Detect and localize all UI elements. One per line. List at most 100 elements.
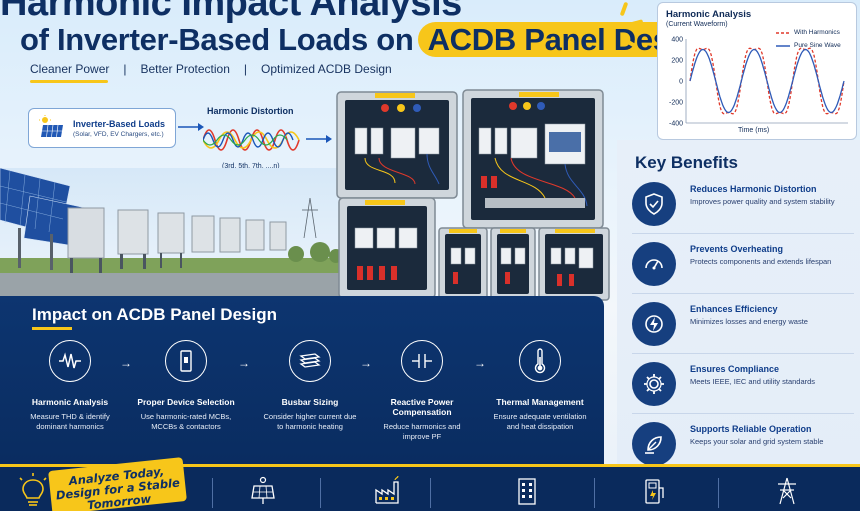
arrow-right-icon: → xyxy=(474,356,486,370)
chart-legend: With Harmonics Pure Sine Wave xyxy=(776,29,841,49)
divider xyxy=(718,478,719,508)
shield-check-icon xyxy=(632,182,676,226)
divider xyxy=(320,478,321,508)
impact-step: Harmonic Analysis Measure THD & identify… xyxy=(20,340,120,432)
lightbulb-icon xyxy=(19,473,47,506)
step-title: Reactive Power Compensation xyxy=(390,397,454,417)
step-desc: Measure THD & identify dominant harmonic… xyxy=(30,412,110,431)
impact-step: Reactive Power Compensation Reduce harmo… xyxy=(372,340,472,442)
building-icon xyxy=(518,478,536,505)
chart-xlabel: Time (ms) xyxy=(738,127,770,134)
inverter-loads-subtitle: (Solar, VFD, EV Chargers, etc.) xyxy=(73,130,164,138)
step-title: Busbar Sizing xyxy=(281,397,339,407)
ev-charger-icon xyxy=(645,479,664,504)
title-line2-prefix: of Inverter-Based Loads on xyxy=(20,22,414,57)
tagline-separator: | xyxy=(243,62,248,76)
benefit-item: Reduces Harmonic Distortion Improves pow… xyxy=(632,180,858,236)
y-tick-label: 200 xyxy=(671,58,683,65)
legend-item: Pure Sine Wave xyxy=(776,42,841,49)
benefit-item: Supports Reliable Operation Keeps your s… xyxy=(632,420,858,476)
legend-label: Pure Sine Wave xyxy=(794,42,841,49)
y-tick-label: 400 xyxy=(671,37,683,44)
busbar-icon xyxy=(289,340,331,382)
harmonic-waves-icon xyxy=(203,129,300,151)
title-line1: Harmonic Impact Analysis xyxy=(0,0,462,24)
impact-panel xyxy=(0,296,604,468)
harmonic-orders-label: (3rd, 5th, 7th, ....n) xyxy=(222,163,280,170)
tagline-item: Better Protection xyxy=(140,62,230,76)
impact-step: Proper Device Selection Use harmonic-rat… xyxy=(136,340,236,432)
tagline-item: Cleaner Power xyxy=(30,62,110,76)
step-title: Proper Device Selection xyxy=(137,397,235,407)
tagline-underline xyxy=(30,80,108,83)
impact-step: Thermal Management Ensure adequate venti… xyxy=(490,340,590,432)
benefits-title: Key Benefits xyxy=(635,153,738,172)
inverter-loads-title: Inverter-Based Loads xyxy=(73,118,166,129)
legend-label: With Harmonics xyxy=(794,29,840,36)
divider xyxy=(632,413,854,414)
chart-title: Harmonic Analysis xyxy=(666,9,752,20)
step-title: Harmonic Analysis xyxy=(31,397,109,407)
benefit-item: Prevents Overheating Protects components… xyxy=(632,240,858,296)
benefit-desc: Minimizes losses and energy waste xyxy=(690,317,808,326)
gear-icon xyxy=(632,362,676,406)
divider xyxy=(430,478,431,508)
arrow-right-icon: → xyxy=(120,356,132,370)
benefit-item: Enhances Efficiency Minimizes losses and… xyxy=(632,300,858,356)
harmonic-distortion-title: Harmonic Distortion xyxy=(207,106,294,116)
y-tick-label: -400 xyxy=(669,121,683,128)
spark-decoration xyxy=(619,1,629,17)
step-desc: Reduce harmonics and improve PF xyxy=(383,422,461,441)
benefit-title: Prevents Overheating xyxy=(690,244,784,254)
benefit-desc: Meets IEEE, IEC and utility standards xyxy=(690,377,816,386)
y-tick-label: 0 xyxy=(679,79,683,86)
step-desc: Consider higher current due to harmonic … xyxy=(263,412,357,431)
thermometer-icon xyxy=(519,340,561,382)
impact-title-underline xyxy=(32,327,72,330)
step-desc: Ensure adequate ventilation and heat dis… xyxy=(493,412,587,431)
impact-step: Busbar Sizing Consider higher current du… xyxy=(260,340,360,432)
tagline-separator: | xyxy=(123,62,127,76)
inverter-loads-box: Inverter-Based Loads (Solar, VFD, EV Cha… xyxy=(28,108,176,148)
benefit-title: Ensures Compliance xyxy=(690,364,780,374)
capacitor-icon xyxy=(401,340,443,382)
legend-swatch-dashed xyxy=(776,31,790,34)
arrow-right-icon: → xyxy=(238,356,250,370)
benefit-desc: Improves power quality and system stabil… xyxy=(690,197,835,206)
y-tick-label: -200 xyxy=(669,100,683,107)
benefit-desc: Protects components and extends lifespan xyxy=(690,257,832,266)
benefit-title: Enhances Efficiency xyxy=(690,304,778,314)
legend-item: With Harmonics xyxy=(776,29,841,36)
benefit-item: Ensures Compliance Meets IEEE, IEC and u… xyxy=(632,360,858,416)
solar-farm-illustration xyxy=(0,168,340,308)
divider xyxy=(632,233,854,234)
arrow-right-icon: → xyxy=(360,356,372,370)
gauge-icon xyxy=(632,242,676,286)
chart-subtitle: (Current Waveform) xyxy=(666,21,728,28)
breaker-icon xyxy=(165,340,207,382)
impact-title: Impact on ACDB Panel Design xyxy=(32,305,277,324)
tagline-item: Optimized ACDB Design xyxy=(261,62,392,76)
harmonic-chart-card: Harmonic Analysis (Current Waveform) Wit… xyxy=(657,2,857,140)
waveform-icon xyxy=(49,340,91,382)
divider xyxy=(632,293,854,294)
arrow-right-icon xyxy=(178,123,204,131)
benefit-desc: Keeps your solar and grid system stable xyxy=(690,437,824,446)
divider xyxy=(594,478,595,508)
footer-stripe xyxy=(0,464,860,467)
acdb-panels-illustration xyxy=(336,89,610,301)
legend-swatch-solid xyxy=(776,44,790,47)
divider xyxy=(212,478,213,508)
divider xyxy=(632,353,854,354)
solar-panel-icon xyxy=(251,476,275,504)
solar-panel-icon xyxy=(39,115,63,138)
step-desc: Use harmonic-rated MCBs, MCCBs & contact… xyxy=(140,412,232,431)
tagline: Cleaner Power | Better Protection | Opti… xyxy=(30,62,392,76)
arrow-right-icon xyxy=(306,135,332,143)
benefit-title: Reduces Harmonic Distortion xyxy=(690,184,817,194)
step-title: Thermal Management xyxy=(496,397,584,407)
leaf-hand-icon xyxy=(632,422,676,466)
chart-plot: 400 200 0 -200 -400 xyxy=(669,37,848,128)
factory-icon xyxy=(375,476,399,504)
